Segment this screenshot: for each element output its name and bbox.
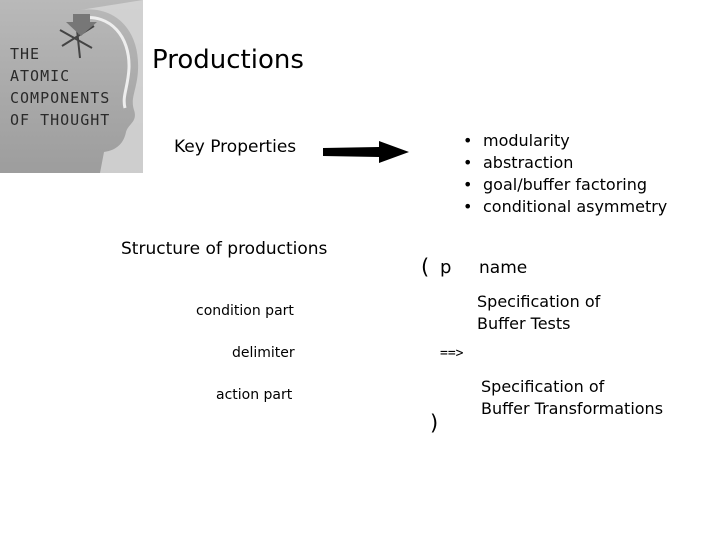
logo-line: COMPONENTS bbox=[10, 89, 111, 107]
spec-line: Specification of bbox=[477, 292, 601, 311]
condition-part-label: condition part bbox=[196, 303, 294, 319]
spec-line: Buffer Transformations bbox=[481, 399, 664, 418]
list-item: modularity bbox=[463, 130, 667, 152]
right-arrow-icon bbox=[323, 141, 409, 163]
logo-line: ATOMIC bbox=[10, 67, 71, 85]
atomic-components-logo: THE ATOMIC COMPONENTS OF THOUGHT bbox=[0, 0, 143, 173]
delimiter-token: ==> bbox=[440, 346, 464, 361]
spec-line: Specification of bbox=[481, 377, 605, 396]
logo-line: OF THOUGHT bbox=[10, 111, 111, 129]
logo-line: THE bbox=[10, 45, 41, 63]
open-paren: ( bbox=[421, 255, 430, 279]
production-p: p bbox=[440, 257, 452, 278]
close-paren: ) bbox=[430, 411, 439, 435]
head-profile-illustration bbox=[59, 0, 143, 173]
property-list: modularity abstraction goal/buffer facto… bbox=[463, 130, 667, 218]
list-item: goal/buffer factoring bbox=[463, 174, 667, 196]
buffer-transformations-spec: Specification of Buffer Transformations bbox=[481, 376, 663, 420]
slide-title: Productions bbox=[152, 45, 304, 75]
list-item: conditional asymmetry bbox=[463, 196, 667, 218]
key-properties-label: Key Properties bbox=[174, 137, 297, 157]
action-part-label: action part bbox=[216, 387, 293, 403]
spec-line: Buffer Tests bbox=[477, 314, 571, 333]
production-name: name bbox=[479, 258, 528, 278]
buffer-tests-spec: Specification of Buffer Tests bbox=[477, 291, 600, 335]
structure-heading: Structure of productions bbox=[121, 239, 328, 259]
list-item: abstraction bbox=[463, 152, 667, 174]
delimiter-label: delimiter bbox=[232, 345, 295, 361]
